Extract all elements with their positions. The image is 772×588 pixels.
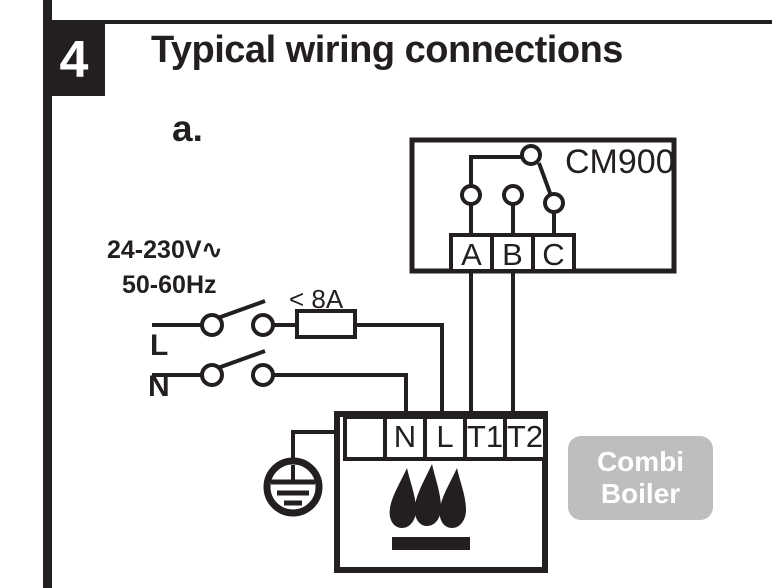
earth-circle [263,457,323,517]
boiler-terminal-label-t1: T1 [466,419,504,454]
subfigure-label: a. [172,108,203,149]
mains-supply-switches [152,299,275,387]
page-title: Typical wiring connections [151,29,623,71]
flame-left [389,468,416,528]
supply-voltage-label: 24-230V∿ [107,235,222,265]
section-number: 4 [59,31,89,89]
burner-bar [392,537,470,550]
combi-boiler-badge: Combi Boiler [568,436,713,520]
boiler-terminal-t1 [463,415,507,461]
switch-blade-live [214,299,266,321]
combi-boiler-badge-line2: Boiler [600,478,681,509]
switch-contact-neutral-in [200,363,224,387]
boiler-terminal-label-l: L [436,419,454,454]
boiler-terminal-earth [343,415,387,461]
cm900-common-rail [469,155,531,195]
top-horizontal-rule [52,20,772,24]
boiler-terminal-t2 [503,415,547,461]
cm900-terminal-label-c: C [542,237,565,272]
ac-waveform-icon: ∿ [201,236,223,264]
cm900-enclosure [409,137,677,274]
flame-center [414,464,441,526]
fuse-and-live-run [273,309,444,414]
switch-contact-live-out [251,313,275,337]
thermostat-to-boiler-wires [469,271,515,414]
conductor-label-neutral: N [148,370,170,403]
supply-voltage-value: 24-230V [107,236,202,264]
cm900-terminal-c [531,233,576,273]
combi-boiler-badge-text: Combi Boiler [568,436,713,520]
cm900-contact-c [543,192,565,214]
boiler-enclosure [334,411,548,573]
section-number-badge: 4 [43,24,105,96]
neutral-run [273,373,408,414]
flame-right [439,468,466,528]
boiler-terminal-label-n: N [393,419,417,454]
switch-contact-neutral-out [251,363,275,387]
page-rules [43,0,772,588]
cm900-terminal-label-b: B [502,237,523,272]
conductor-label-live: L [150,329,169,362]
cm900-contact-b [502,184,524,206]
cm900-terminal-label-a: A [461,237,482,272]
flame-icon [389,464,470,550]
cm900-pivot-contact [520,144,542,166]
wire-neutral-to-boiler-neutral [273,373,408,414]
boiler-terminal-n [383,415,427,461]
fuse-rating-label: < 8A [289,284,344,314]
boiler-terminal-l [423,415,467,461]
switch-contact-live-in [200,313,224,337]
earth-ground-icon [263,430,339,517]
cm900-device-label: CM900 [565,143,675,181]
boiler-terminal-label-t2: T2 [506,419,544,454]
combi-boiler-badge-line1: Combi [596,445,685,477]
section-header: 4 Typical wiring connections [43,24,772,96]
switch-blade-neutral [214,349,266,371]
supply-frequency-label: 50-60Hz [122,271,217,299]
left-margin-rule [43,0,52,588]
cm900-contact-a [460,184,482,206]
wire-fuse-to-boiler-live [355,323,444,414]
wire-earth-bond [291,430,339,465]
